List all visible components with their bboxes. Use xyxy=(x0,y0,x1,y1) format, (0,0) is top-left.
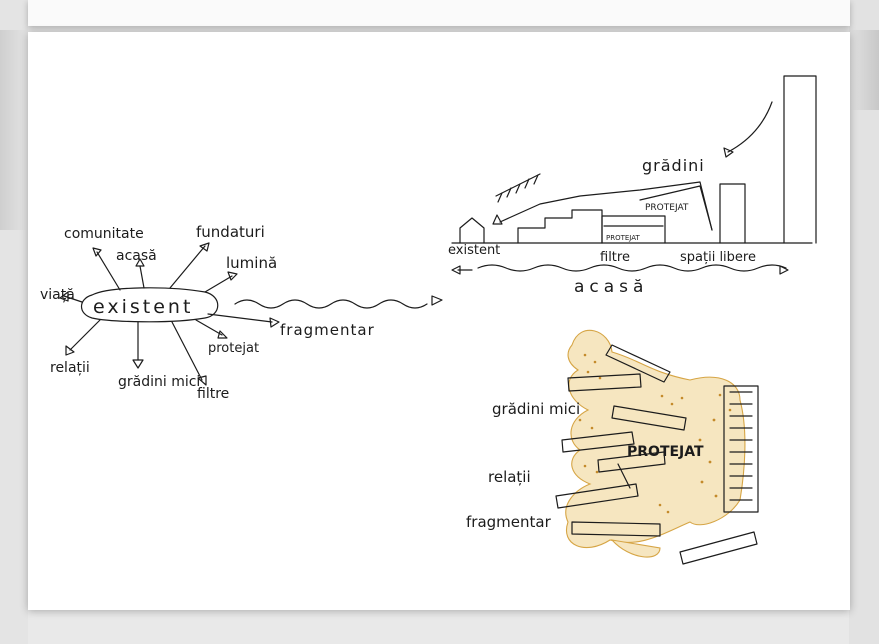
branch-label: comunitate xyxy=(64,226,144,242)
plan-label: fragmentar xyxy=(466,513,552,531)
section-label: PROTEJAT xyxy=(645,203,689,213)
plan-label: grădini mici xyxy=(492,400,580,418)
section-label: existent xyxy=(448,243,500,258)
plan-label: relații xyxy=(488,468,531,486)
section-sketch: grădini PROTEJAT PROTEJAT existent filtr… xyxy=(448,76,816,297)
branch-label: fragmentar xyxy=(280,321,375,339)
branch-label: grădini mici xyxy=(118,374,200,390)
mindmap-center-label: existent xyxy=(93,296,193,318)
branch-label: lumină xyxy=(226,254,277,272)
branch-label: acasă xyxy=(116,248,157,264)
plan-label: PROTEJAT xyxy=(627,444,704,460)
section-label: spații libere xyxy=(680,250,756,265)
section-label: grădini xyxy=(642,156,705,175)
section-label: PROTEJAT xyxy=(606,234,640,242)
branch-label: protejat xyxy=(208,341,259,356)
mindmap: existent comunitate acasă fundaturi lumi… xyxy=(40,223,442,402)
plan-sketch: grădini mici relații fragmentar PROTEJAT xyxy=(466,330,758,564)
branch-label: viață xyxy=(40,287,75,303)
branch-label: relații xyxy=(50,360,90,376)
section-label: filtre xyxy=(600,250,630,265)
garden-blob xyxy=(566,330,745,547)
branch-label: fundaturi xyxy=(196,223,265,241)
section-label: acasă xyxy=(574,277,648,297)
branch-label: filtre xyxy=(197,386,229,402)
